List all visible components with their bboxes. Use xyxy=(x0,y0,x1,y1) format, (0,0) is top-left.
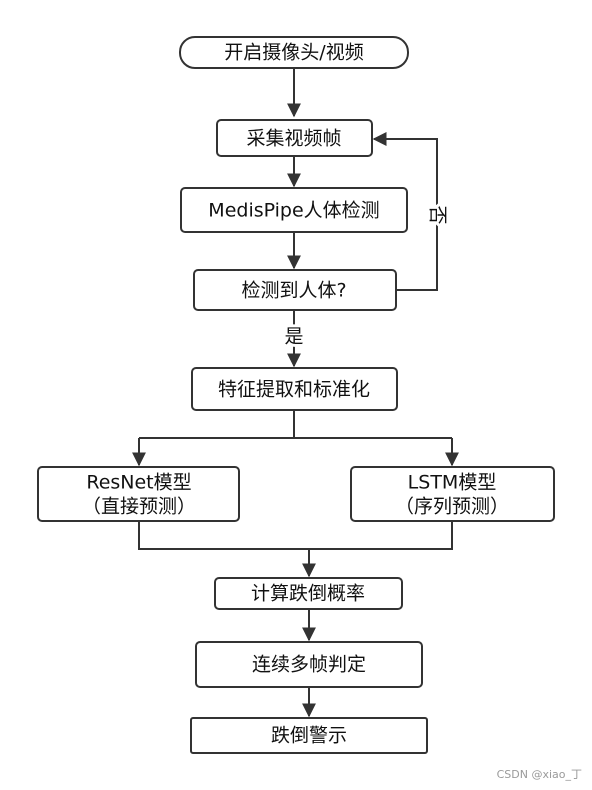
node-start: 开启摄像头/视频 xyxy=(179,36,409,69)
node-alert: 跌倒警示 xyxy=(190,717,428,754)
node-multiframe-label: 连续多帧判定 xyxy=(252,654,366,676)
edges xyxy=(132,68,459,718)
node-lstm-label-line1: LSTM模型 xyxy=(408,472,497,494)
node-resnet-label-line2: （直接预测） xyxy=(82,496,196,518)
node-multiframe: 连续多帧判定 xyxy=(195,641,423,688)
node-decision: 检测到人体? xyxy=(193,269,397,311)
node-features: 特征提取和标准化 xyxy=(191,367,398,411)
node-alert-label: 跌倒警示 xyxy=(271,725,347,747)
node-mediapipe: MedisPipe人体检测 xyxy=(180,187,408,233)
node-resnet-label-line1: ResNet模型 xyxy=(86,472,191,494)
node-capture: 采集视频帧 xyxy=(216,119,373,157)
node-mediapipe-label: MedisPipe人体检测 xyxy=(208,200,379,222)
edge-label-yes: 是 xyxy=(284,326,303,348)
node-resnet: ResNet模型 （直接预测） xyxy=(37,466,240,522)
edge-label-no: 否 xyxy=(427,205,449,224)
node-lstm: LSTM模型 （序列预测） xyxy=(350,466,555,522)
node-decision-label: 检测到人体? xyxy=(241,280,346,302)
node-probability-label: 计算跌倒概率 xyxy=(251,583,365,605)
node-start-label: 开启摄像头/视频 xyxy=(224,42,363,64)
node-capture-label: 采集视频帧 xyxy=(246,128,341,150)
edge-decision-no-loop xyxy=(372,132,438,291)
node-probability: 计算跌倒概率 xyxy=(214,577,403,610)
watermark: CSDN @xiao_丁 xyxy=(496,768,582,781)
edge-merge-lines xyxy=(138,521,453,550)
node-lstm-label-line2: （序列预测） xyxy=(395,496,509,518)
node-features-label: 特征提取和标准化 xyxy=(218,379,370,401)
